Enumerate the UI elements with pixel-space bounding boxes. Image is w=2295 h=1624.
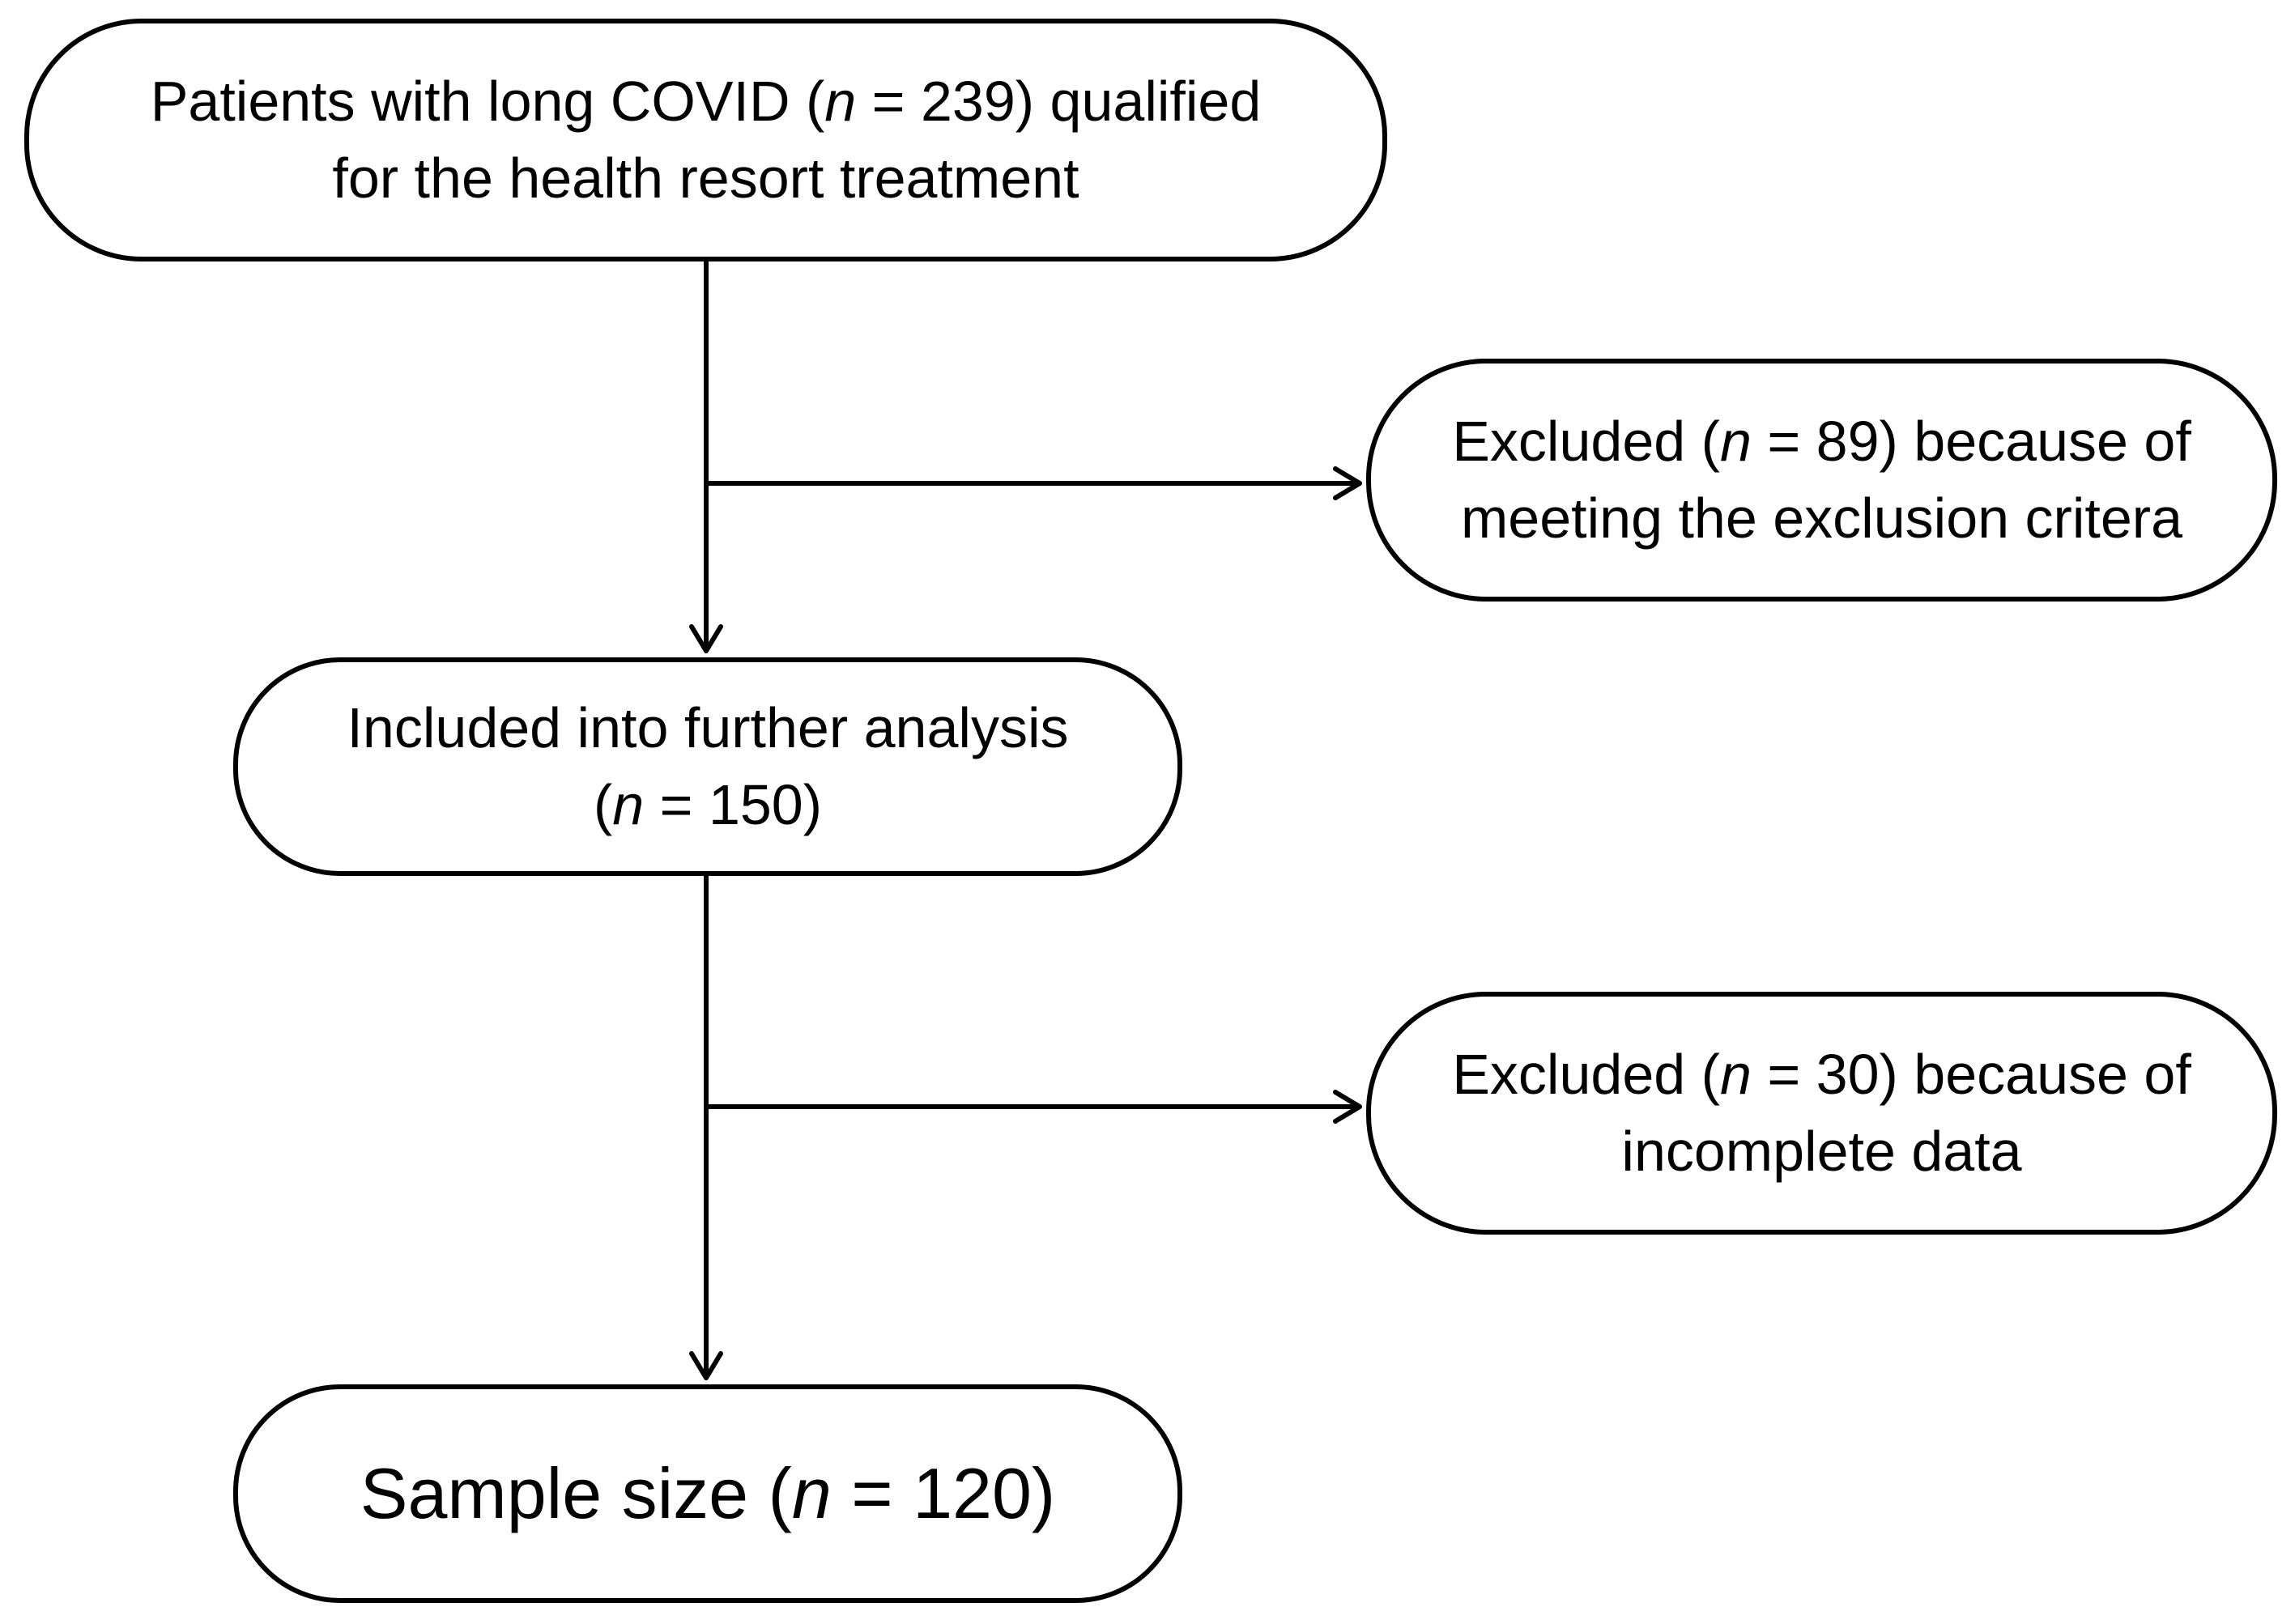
node-text-line: Patients with long COVID (n = 239) quali… [150, 70, 1262, 133]
node-enrolled-patients: Patients with long COVID (n = 239) quali… [24, 19, 1387, 261]
node-text-line: Excluded (n = 30) because of [1452, 1043, 2191, 1106]
node-text-line: meeting the exclusion critera [1461, 487, 2182, 550]
node-text-line: Sample size (n = 120) [360, 1453, 1056, 1533]
node-text-line: for the health resort treatment [332, 147, 1079, 210]
node-included-analysis: Included into further analysis (n = 150) [233, 657, 1182, 876]
node-excluded-exclusion-criteria: Excluded (n = 89) because of meeting the… [1366, 359, 2277, 602]
node-text-line: Included into further analysis [347, 696, 1069, 759]
node-text-line: incomplete data [1621, 1120, 2022, 1183]
node-text-line: Excluded (n = 89) because of [1452, 410, 2191, 473]
node-sample-size: Sample size (n = 120) [233, 1384, 1182, 1603]
node-excluded-incomplete-data: Excluded (n = 30) because of incomplete … [1366, 992, 2277, 1235]
node-text-line: (n = 150) [593, 773, 823, 836]
